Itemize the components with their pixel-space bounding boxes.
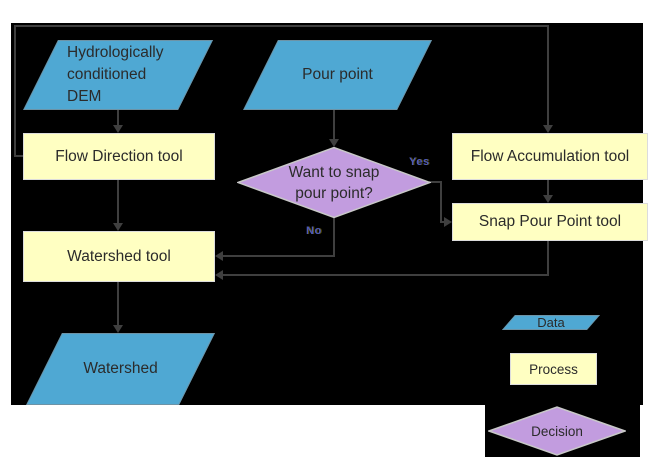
node-flow-accumulation-tool: Flow Accumulation tool bbox=[452, 133, 648, 180]
decision-diamond-shape bbox=[237, 146, 431, 219]
edge-segment bbox=[547, 25, 549, 125]
node-snap-pour-point-label: Snap Pour Point tool bbox=[478, 213, 622, 230]
node-hydro-dem-label: Hydrologically conditioned DEM bbox=[67, 44, 164, 105]
legend-data-item: Data bbox=[501, 315, 600, 330]
edge-segment bbox=[440, 181, 442, 223]
node-watershed-output: Watershed bbox=[26, 333, 215, 405]
node-flow-direction-tool: Flow Direction tool bbox=[23, 133, 215, 180]
node-watershed-tool-label: Watershed tool bbox=[67, 247, 171, 265]
arrowhead-down-icon bbox=[113, 325, 123, 333]
edge-segment bbox=[117, 110, 119, 126]
edge-segment bbox=[333, 217, 335, 257]
node-decision-label: Want to snap pour point? bbox=[288, 163, 380, 202]
legend-decision-shape bbox=[488, 406, 626, 456]
edge-label-no: No bbox=[306, 225, 322, 237]
legend-decision-label: Decision bbox=[531, 423, 583, 439]
edge-segment bbox=[117, 180, 119, 223]
node-flow-accumulation-label: Flow Accumulation tool bbox=[470, 147, 630, 165]
arrowhead-down-icon bbox=[113, 125, 123, 133]
node-pour-point-label: Pour point bbox=[302, 66, 373, 83]
node-pour-point: Pour point bbox=[243, 40, 432, 110]
edge-segment bbox=[14, 25, 16, 157]
edge-segment bbox=[547, 240, 549, 276]
arrowhead-right-icon bbox=[444, 217, 452, 227]
legend-data-label: Data bbox=[537, 315, 565, 330]
node-decision: Want to snap pour point? bbox=[237, 146, 431, 219]
node-flow-direction-label: Flow Direction tool bbox=[55, 147, 183, 165]
edge-segment bbox=[223, 274, 549, 276]
edge-segment bbox=[15, 155, 23, 157]
legend-process-label: Process bbox=[529, 361, 578, 377]
node-snap-pour-point-tool: Snap Pour Point tool bbox=[452, 203, 648, 241]
legend-process-item: Process bbox=[510, 353, 597, 385]
edge-segment bbox=[223, 255, 335, 257]
arrowhead-down-icon bbox=[329, 139, 339, 147]
edge-segment bbox=[14, 25, 549, 27]
node-hydro-dem: Hydrologically conditioned DEM bbox=[23, 40, 213, 110]
arrowhead-down-icon bbox=[543, 195, 553, 203]
legend-decision-item: Decision bbox=[488, 406, 626, 456]
edge-segment bbox=[547, 180, 549, 195]
arrowhead-down-icon bbox=[543, 125, 553, 133]
node-watershed-output-label: Watershed bbox=[83, 360, 158, 377]
arrowhead-left-icon bbox=[215, 251, 223, 261]
edge-segment bbox=[117, 282, 119, 325]
arrowhead-down-icon bbox=[113, 223, 123, 231]
edge-segment bbox=[429, 181, 442, 183]
edge-label-yes: Yes bbox=[409, 156, 430, 168]
edge-segment bbox=[333, 110, 335, 139]
arrowhead-left-icon bbox=[215, 270, 223, 280]
edge-segment bbox=[440, 221, 446, 223]
node-watershed-tool: Watershed tool bbox=[23, 231, 215, 282]
